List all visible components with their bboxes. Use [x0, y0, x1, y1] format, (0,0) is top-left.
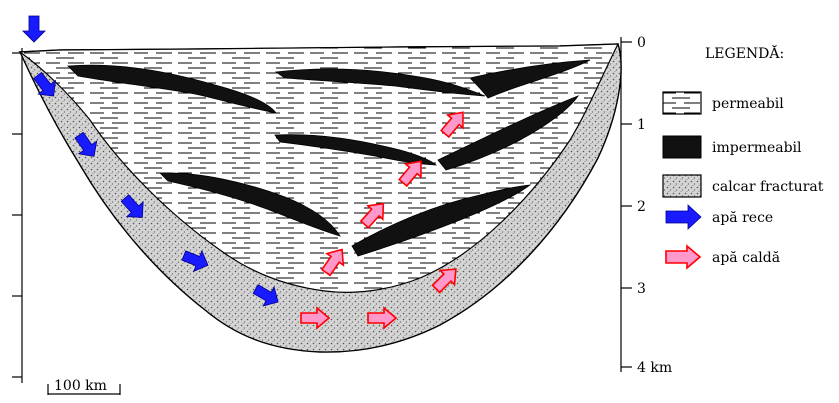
left-depth-axis — [12, 48, 22, 383]
right-depth-axis: 0 1 2 3 4 km — [621, 35, 672, 376]
legend-swatch-permeable — [663, 92, 701, 114]
scale-bar: 100 km — [48, 378, 120, 395]
legend-label-warm-water: apă caldă — [712, 250, 780, 266]
depth-tick-label: 1 — [637, 117, 646, 133]
scale-bar-label: 100 km — [54, 378, 107, 394]
depth-tick-label: 0 — [637, 35, 646, 51]
legend-label-permeable: permeabil — [712, 96, 784, 112]
legend-label-limestone: calcar fracturat — [712, 179, 824, 195]
depth-tick-label: 2 — [637, 199, 646, 215]
legend-warm-water-arrow — [666, 246, 700, 268]
legend-swatch-impermeable — [663, 136, 701, 158]
legend-title: LEGENDĂ: — [705, 44, 784, 62]
legend: LEGENDĂ: permeabil impermeabil calcar fr… — [663, 44, 824, 268]
depth-tick-label: 3 — [637, 281, 646, 297]
legend-swatch-limestone — [663, 175, 701, 197]
cold-water-arrow — [23, 16, 45, 42]
legend-label-impermeable: impermeabil — [712, 140, 802, 156]
legend-cold-water-arrow — [666, 205, 701, 229]
legend-label-cold-water: apă rece — [712, 210, 773, 226]
depth-tick-label: 4 km — [637, 360, 672, 376]
